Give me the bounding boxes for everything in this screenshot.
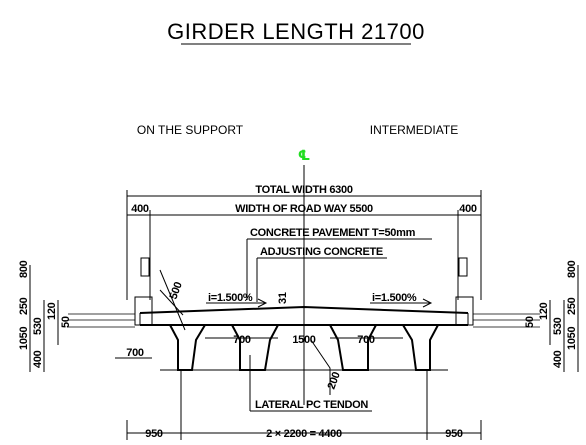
- right-vertical-dim-3: 400: [552, 350, 564, 368]
- girder-right: [402, 324, 439, 371]
- label-intermediate: INTERMEDIATE: [370, 123, 458, 137]
- kerb-right-dim: 400: [459, 203, 477, 215]
- roadway-width-label: WIDTH OF ROAD WAY 5500: [235, 203, 373, 215]
- total-width-label: TOTAL WIDTH 6300: [255, 184, 352, 196]
- left-vertical-dim-5: 120: [46, 302, 58, 320]
- left-barrier: [134, 296, 153, 326]
- girder-left: [169, 324, 206, 371]
- haunch-center-label: 31: [277, 292, 289, 304]
- haunch-left-label: 500: [168, 280, 185, 301]
- web-gap-right: 700: [357, 334, 375, 346]
- deck-slab-top: [139, 305, 469, 314]
- slope-right-label: i=1.500%: [372, 292, 417, 304]
- centerline-icon: ℄: [298, 148, 311, 164]
- left-vertical-dim-2: 1050: [18, 327, 30, 350]
- bottom-right-dim: 950: [445, 428, 463, 440]
- web-gap-left: 700: [233, 334, 251, 346]
- right-vertical-dim-2: 1050: [566, 327, 578, 350]
- bottom-left-dim: 950: [145, 428, 163, 440]
- tendon-label: LATERAL PC TENDON: [255, 399, 368, 411]
- pavement-label: CONCRETE PAVEMENT T=50mm: [250, 227, 416, 239]
- right-barrier: [455, 296, 474, 326]
- web-depth-label: 200: [326, 370, 343, 391]
- right-vertical-dim-6: 50: [524, 316, 536, 328]
- bottom-center-dim: 2 × 2200 = 4400: [266, 428, 342, 440]
- web-gap-center: 1500: [292, 334, 315, 346]
- left-vertical-dim-6: 50: [60, 316, 72, 328]
- right-vertical-dim-1: 250: [566, 297, 578, 315]
- right-vertical-dim-0: 800: [566, 260, 578, 278]
- girder-center-left: [231, 324, 279, 371]
- left-vertical-dim-4: 530: [32, 317, 44, 335]
- left-vertical-dim-0: 800: [18, 260, 30, 278]
- right-vertical-dim-4: 530: [552, 317, 564, 335]
- label-on-the-support: ON THE SUPPORT: [137, 123, 244, 137]
- girder-center-right: [329, 324, 377, 371]
- cantilever-left-dim: 700: [126, 347, 144, 359]
- right-vertical-dim-5: 120: [538, 302, 550, 320]
- drawing-title: GIRDER LENGTH 21700: [167, 19, 425, 44]
- left-vertical-dim-1: 250: [18, 297, 30, 315]
- slope-left-label: i=1.500%: [208, 292, 253, 304]
- adjusting-label: ADJUSTING CONCRETE: [260, 246, 383, 258]
- left-vertical-dim-3: 400: [32, 350, 44, 368]
- kerb-left-dim: 400: [131, 203, 149, 215]
